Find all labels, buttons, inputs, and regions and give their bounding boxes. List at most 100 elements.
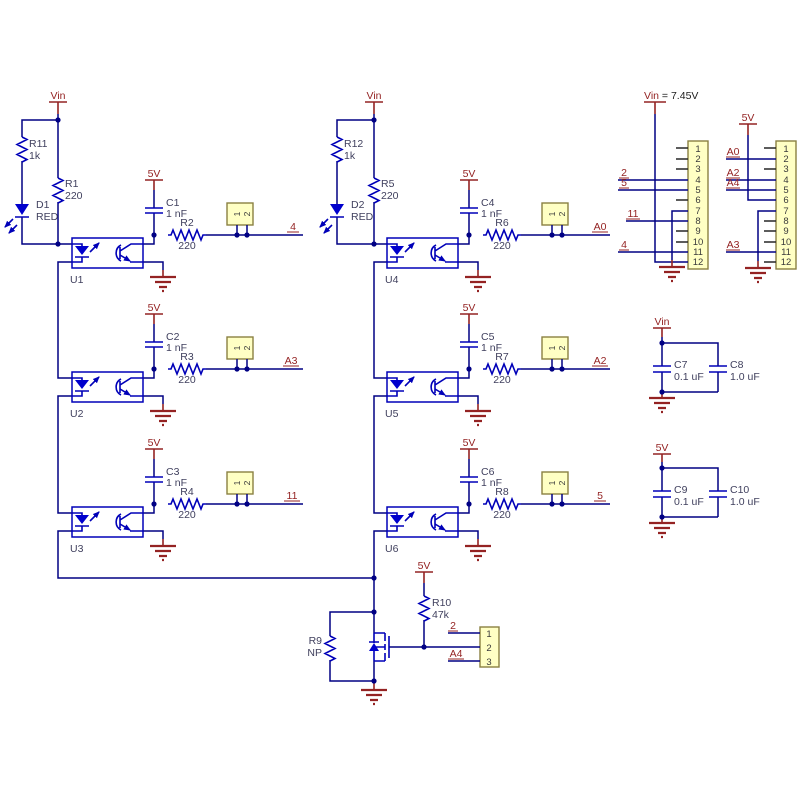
ref-r7: R7 [495, 351, 509, 363]
ref-d1: D1 [36, 199, 50, 211]
led-emission-arrow [323, 224, 333, 234]
v5-label: 5V [148, 168, 161, 180]
ref-r10: R10 [432, 597, 451, 609]
ref-c7: C7 [674, 359, 688, 371]
val-d2: RED [351, 211, 374, 223]
wire-mosfet-section [329, 583, 480, 682]
wire-left-column [21, 114, 374, 579]
val-c2: 1 nF [166, 342, 187, 354]
net-h2-p2: A0 [727, 146, 740, 158]
ref-c3: C3 [166, 466, 180, 478]
pin-label: 7 [695, 206, 700, 217]
pin-label: 1 [232, 345, 242, 350]
header-pin-stubs [676, 147, 776, 263]
ref-u4: U4 [385, 274, 399, 286]
opto-light-arrow [89, 511, 100, 522]
pin-label: 4 [695, 175, 700, 186]
val-c10: 1.0 uF [730, 496, 760, 508]
pin-label: 3 [695, 164, 700, 175]
power-labels: Vin Vin 5V 5V 5V 5V 5V 5V 5V 5V Vin 5V V… [51, 90, 755, 572]
pin-label: 11 [781, 247, 791, 258]
ref-c4: C4 [481, 197, 495, 209]
pin-label: 1 [695, 144, 700, 155]
pin-label: 2 [783, 154, 788, 165]
val-c8: 1.0 uF [730, 371, 760, 383]
v5-label: 5V [463, 437, 476, 449]
val-r1: 220 [65, 190, 83, 202]
pin-label: 8 [695, 216, 700, 227]
connector-bodies [226, 140, 797, 668]
pin-label: 2 [242, 345, 252, 350]
v5-label: 5V [148, 437, 161, 449]
pin-label: 1 [547, 480, 557, 485]
val-r7: 220 [493, 374, 511, 386]
pin-label: 2 [242, 480, 252, 485]
pin-label: 2 [557, 211, 567, 216]
two-pin-connector-u5 [541, 336, 569, 360]
led-emission-arrow [8, 224, 18, 234]
ref-r3: R3 [180, 351, 194, 363]
ref-r1: R1 [65, 178, 79, 190]
optocoupler-u2 [71, 371, 144, 403]
emitter-arrow [119, 523, 131, 531]
component-strokes [15, 136, 727, 662]
ref-u2: U2 [70, 408, 84, 420]
val-r2: 220 [178, 240, 196, 252]
arrows [4, 218, 446, 531]
val-r11: 1k [29, 150, 41, 162]
pin-label: 2 [242, 211, 252, 216]
optocoupler-u1 [71, 237, 144, 269]
val-c1: 1 nF [166, 208, 187, 220]
header-right-labels: 1 2 3 4 5 6 7 8 9 10 11 12 [781, 144, 792, 268]
pin-label: 1 [232, 211, 242, 216]
power-symbol-strokes [49, 101, 759, 690]
val-r5: 220 [381, 190, 399, 202]
ref-c5: C5 [481, 331, 495, 343]
val-r4: 220 [178, 509, 196, 521]
pin-label: 1 [547, 211, 557, 216]
vin-label: Vin [51, 90, 66, 102]
two-pin-connector-u1 [226, 202, 254, 226]
val-c7: 0.1 uF [674, 371, 704, 383]
optocoupler-u5 [386, 371, 459, 403]
net-labels: 4 A3 11 A0 A2 5 2 5 11 4 A0 A2 A4 A3 2 A… [283, 146, 740, 660]
two-pin-connector-u3 [226, 471, 254, 495]
pin-label: 1 [232, 480, 242, 485]
net-out-u6: 5 [597, 490, 603, 502]
net-h1-p8: 11 [628, 208, 639, 220]
net-h2-p4: A2 [727, 167, 740, 179]
optocoupler-u6 [386, 506, 459, 538]
val-c6: 1 nF [481, 477, 502, 489]
val-d1: RED [36, 211, 59, 223]
pin-label: 6 [695, 195, 700, 206]
v5-label: 5V [742, 112, 755, 124]
v5-label: 5V [148, 302, 161, 314]
vin-label: Vin [655, 316, 670, 328]
pin-label: 3 [486, 657, 491, 668]
opto-light-arrow [404, 376, 415, 387]
ref-c6: C6 [481, 466, 495, 478]
ref-u5: U5 [385, 408, 399, 420]
val-c5: 1 nF [481, 342, 502, 354]
optocoupler-u3 [71, 506, 144, 538]
net-h2-p5: A4 [727, 177, 740, 189]
pin-label: 4 [783, 175, 788, 186]
emitter-arrow [434, 388, 446, 396]
ref-r11: R11 [29, 138, 48, 150]
net-j2-p1: 2 [450, 620, 456, 632]
ref-r12: R12 [344, 138, 363, 150]
emitter-arrow [119, 388, 131, 396]
pin-label: 2 [557, 345, 567, 350]
v5-label: 5V [463, 168, 476, 180]
led-fills [15, 204, 404, 651]
pin-label: 9 [783, 226, 788, 237]
v5-label: 5V [463, 302, 476, 314]
pin-label: 12 [693, 257, 704, 268]
net-out-u2: A3 [285, 355, 298, 367]
wires [21, 114, 776, 682]
net-out-u3: 11 [287, 490, 298, 502]
ref-c1: C1 [166, 197, 180, 209]
ref-c2: C2 [166, 331, 180, 343]
